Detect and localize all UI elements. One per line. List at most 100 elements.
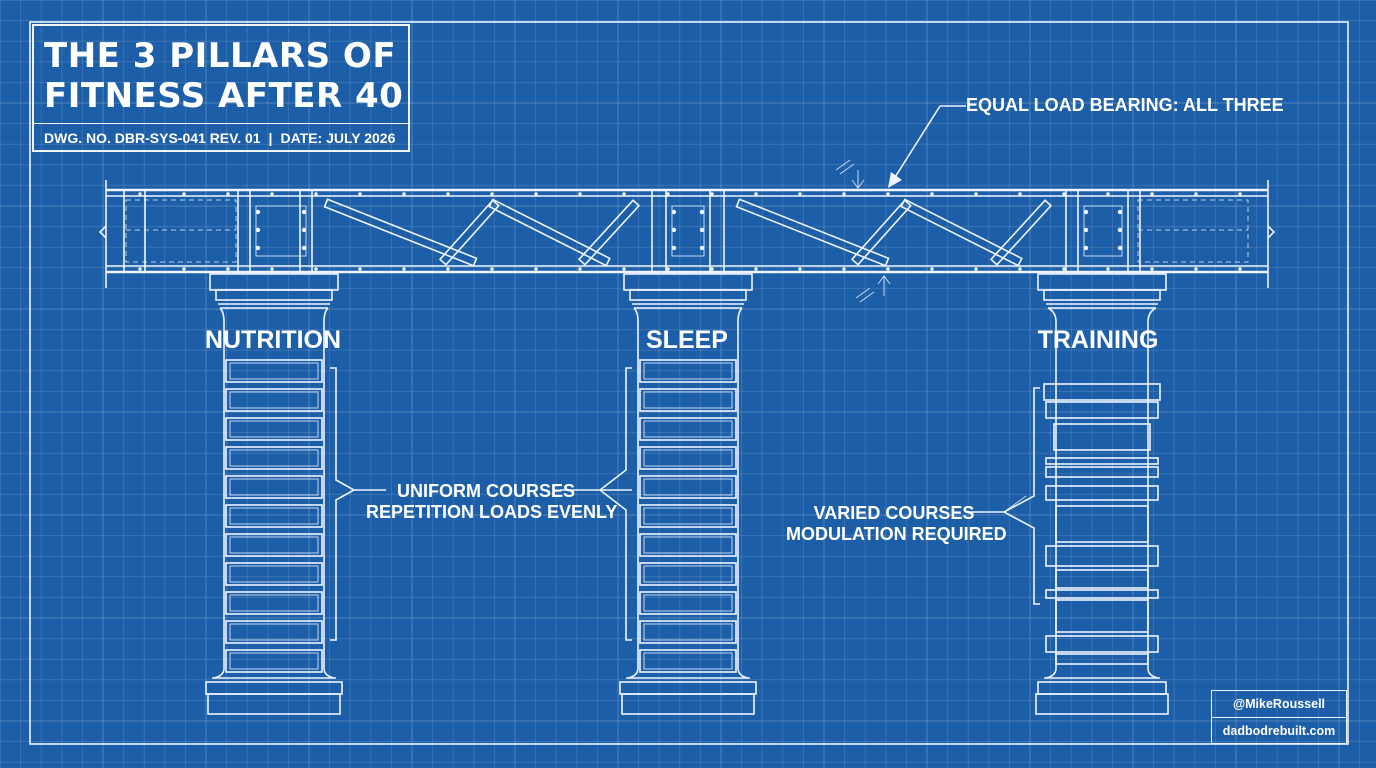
bolt <box>255 209 261 215</box>
rivet <box>314 267 318 271</box>
truss-diagonal <box>577 199 641 266</box>
course-inner <box>643 449 733 467</box>
course-inner <box>643 391 733 409</box>
bolt <box>671 227 677 233</box>
truss-diagonal <box>488 198 611 267</box>
title-divider <box>34 123 408 124</box>
bolt <box>1083 209 1089 215</box>
course-block <box>639 533 737 557</box>
rivet <box>930 267 934 271</box>
course-inner <box>643 623 733 641</box>
drawing-border <box>29 21 1349 745</box>
bolt <box>1083 227 1089 233</box>
gusset-plate <box>671 205 705 257</box>
course-inner <box>643 652 733 670</box>
bolt <box>301 245 307 251</box>
course-block <box>1055 599 1149 633</box>
rivet <box>226 192 230 196</box>
course-inner <box>229 391 319 409</box>
rivet <box>226 267 230 271</box>
bolt <box>671 209 677 215</box>
course-block <box>225 475 323 499</box>
truss-diagonal <box>900 198 1023 267</box>
uniform-note-line-2: REPETITION LOADS EVENLY <box>366 502 618 522</box>
capital-curve <box>1047 307 1157 323</box>
rivet <box>622 192 626 196</box>
pillar-sleep <box>619 273 757 715</box>
rivet <box>842 192 846 196</box>
rivet <box>842 267 846 271</box>
base-plinth <box>207 693 341 715</box>
rivet <box>138 267 142 271</box>
course-block <box>225 562 323 586</box>
bracket-training <box>1002 387 1040 605</box>
truss-beam <box>98 159 1276 303</box>
rivet <box>1194 267 1198 271</box>
bolt <box>1083 245 1089 251</box>
bolt <box>1117 209 1123 215</box>
rivet <box>754 267 758 271</box>
rivet <box>490 267 494 271</box>
credit-divider <box>1212 717 1346 718</box>
course-block <box>639 562 737 586</box>
bolt <box>699 245 705 251</box>
capital-curve <box>219 307 329 323</box>
course-inner <box>229 420 319 438</box>
rivet <box>1062 192 1066 196</box>
rivet <box>622 267 626 271</box>
course-block <box>225 649 323 673</box>
hatch <box>855 287 871 299</box>
rivet <box>666 192 670 196</box>
base-plinth <box>621 693 755 715</box>
rivet <box>358 267 362 271</box>
rivet <box>754 192 758 196</box>
rivet <box>1106 267 1110 271</box>
rivet <box>798 192 802 196</box>
uniform-note-line-1: UNIFORM COURSES <box>396 481 575 501</box>
course-inner <box>643 478 733 496</box>
meta-separator: | <box>268 130 273 146</box>
base-torus <box>619 681 757 695</box>
rivet <box>534 267 538 271</box>
course-block <box>1045 485 1159 501</box>
course-block <box>639 417 737 441</box>
leader-arrowhead <box>888 172 902 188</box>
gusset-plate <box>1083 205 1123 257</box>
rivet <box>1194 192 1198 196</box>
rivet <box>446 267 450 271</box>
bolt <box>699 209 705 215</box>
truss-diagonal <box>735 198 890 267</box>
varied-courses-note: VARIED COURSES MODULATION REQUIRED <box>786 503 1007 545</box>
course-block <box>639 359 737 383</box>
end-panel-left <box>125 199 237 263</box>
course-inner <box>643 420 733 438</box>
course-inner <box>229 594 319 612</box>
rivet <box>270 267 274 271</box>
rivet <box>270 192 274 196</box>
hatch <box>835 159 851 171</box>
rivet <box>1150 192 1154 196</box>
pillar-label-training: TRAINING <box>1037 326 1159 354</box>
course-block <box>225 417 323 441</box>
rivet <box>886 192 890 196</box>
course-inner <box>229 565 319 583</box>
rivet <box>1062 267 1066 271</box>
dim-arrow <box>877 275 891 285</box>
beam-note: EQUAL LOAD BEARING: ALL THREE <box>966 95 1284 115</box>
hatch <box>839 163 855 175</box>
course-block <box>639 446 737 470</box>
rivet <box>578 267 582 271</box>
gusset-plate <box>255 205 307 257</box>
rivet <box>182 267 186 271</box>
rivet <box>710 267 714 271</box>
rivet <box>1018 192 1022 196</box>
pillar-nutrition <box>205 273 343 715</box>
course-block <box>639 591 737 615</box>
course-block <box>225 591 323 615</box>
capital-echinus <box>629 289 747 301</box>
base-curve <box>1045 667 1159 679</box>
rivet <box>446 192 450 196</box>
course-block <box>639 388 737 412</box>
course-block <box>639 620 737 644</box>
break-symbol-right <box>1267 225 1276 239</box>
